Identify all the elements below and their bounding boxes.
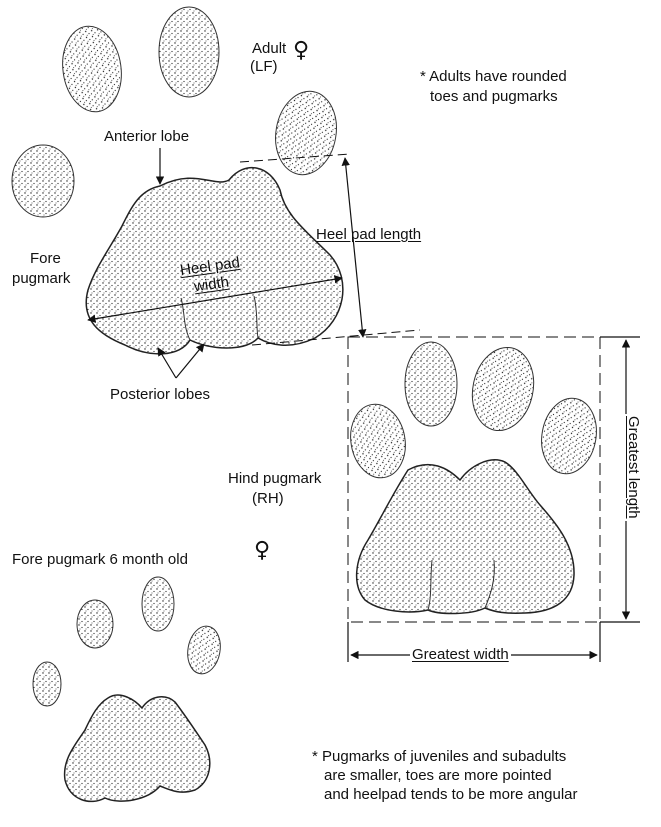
toe-3 xyxy=(159,7,219,97)
hind-toe-1 xyxy=(345,400,411,482)
female-symbol-adult: ♀ xyxy=(293,42,309,59)
juvenile-note-line3: and heelpad tends to be more angular xyxy=(324,786,578,803)
juv-heel-pad xyxy=(65,695,210,801)
juv-toe-2 xyxy=(77,600,113,648)
adult-note-line2: toes and pugmarks xyxy=(430,88,558,105)
female-symbol-juvenile: ♀ xyxy=(254,542,270,559)
fore-pugmark-label-line1: Fore xyxy=(30,250,61,267)
posterior-lobes-label: Posterior lobes xyxy=(110,386,210,403)
toe-4 xyxy=(269,86,343,179)
adult-lf-label: (LF) xyxy=(250,58,278,75)
hind-pugmark-label-line2: (RH) xyxy=(252,490,284,507)
juvenile-note-line2: are smaller, toes are more pointed xyxy=(324,767,552,784)
juvenile-note-line1: * Pugmarks of juveniles and subadults xyxy=(312,748,566,765)
toe-2 xyxy=(57,22,126,115)
fore-pugmark-label-line2: pugmark xyxy=(12,270,70,287)
hind-toe-2 xyxy=(405,342,457,426)
toe-1 xyxy=(12,145,74,217)
juv-toe-1 xyxy=(33,662,61,706)
adult-label: Adult xyxy=(252,40,286,57)
juv-toe-3 xyxy=(142,577,174,631)
juvenile-fore-pugmark xyxy=(33,577,224,801)
hind-toe-3 xyxy=(465,342,541,437)
hind-pugmark-label-line1: Hind pugmark xyxy=(228,470,321,487)
hind-pugmark xyxy=(345,342,602,614)
anterior-lobe-label: Anterior lobe xyxy=(104,128,189,145)
heel-pad-length-label: Heel pad length xyxy=(316,226,421,243)
adult-note-line1: * Adults have rounded xyxy=(420,68,567,85)
greatest-length-label: Greatest length xyxy=(625,414,642,521)
hind-heel-pad xyxy=(357,460,574,614)
heel-pad-length-arrow xyxy=(345,158,363,337)
juv-toe-4 xyxy=(184,624,224,677)
juvenile-fore-label: Fore pugmark 6 month old xyxy=(12,551,188,568)
greatest-width-label: Greatest width xyxy=(410,646,511,663)
hind-toe-4 xyxy=(536,394,602,478)
